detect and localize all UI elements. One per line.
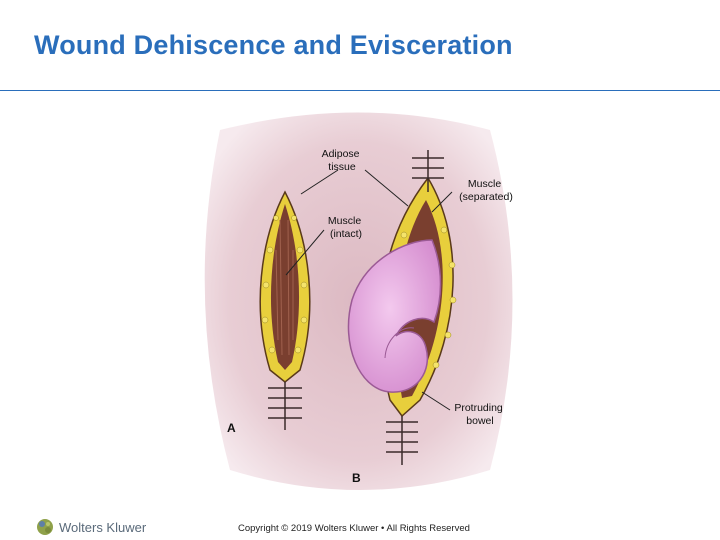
label-panel-a: A: [227, 421, 236, 435]
protruding-bowel: [347, 239, 442, 393]
leader-muscle-intact: [285, 229, 325, 276]
panel-a-wound: [259, 190, 311, 430]
leader-adipose-a: [300, 169, 339, 195]
label-adipose-tissue: Adipose tissue: [322, 148, 363, 173]
leader-adipose-b: [364, 169, 409, 207]
label-protruding-bowel: Protruding bowel: [454, 402, 505, 427]
label-muscle-separated: Muscle (separated): [459, 178, 513, 203]
panel-a-sutures: [268, 382, 302, 430]
copyright-text: Copyright © 2019 Wolters Kluwer • All Ri…: [238, 523, 470, 534]
wolters-kluwer-logo: Wolters Kluwer: [36, 518, 146, 536]
wolters-kluwer-logo-icon: [37, 519, 53, 535]
leader-protruding: [421, 391, 451, 411]
panel-b-wound: [347, 150, 457, 465]
label-panel-b: B: [352, 471, 361, 485]
logo-text: Wolters Kluwer: [59, 519, 147, 535]
slide-title: Wound Dehiscence and Evisceration: [34, 30, 513, 60]
panel-b-sutures-top: [412, 150, 444, 192]
label-muscle-intact: Muscle (intact): [328, 215, 364, 240]
panel-b-sutures-bottom: [386, 416, 418, 465]
wound-illustration: Adipose tissue Muscle (intact) Muscle (s…: [204, 112, 513, 490]
title-divider: [0, 90, 720, 91]
leader-muscle-separated: [431, 191, 453, 213]
